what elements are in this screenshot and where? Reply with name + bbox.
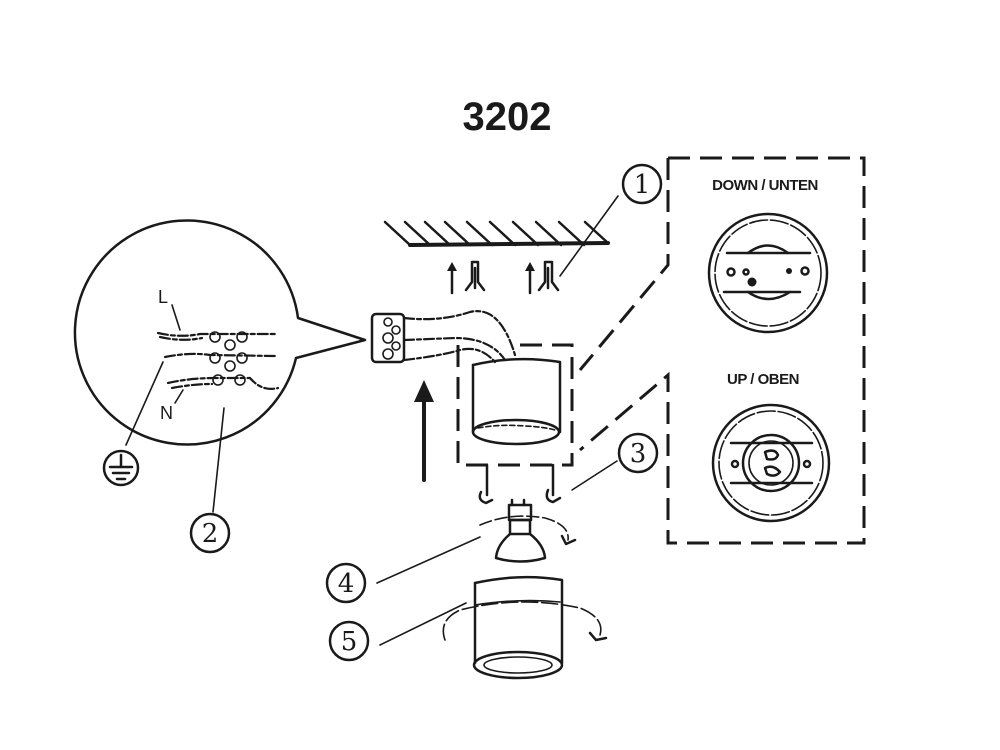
wall-plug-icon (464, 260, 486, 292)
callout-4: 4 (325, 536, 481, 604)
spring-clip-icon (545, 463, 562, 504)
ceiling (383, 220, 610, 247)
terminal-block (370, 310, 517, 364)
orientation-panel: DOWN / UNTEN UP / OBEN (578, 156, 866, 545)
callout-number: 2 (202, 519, 219, 549)
callout-number: 1 (634, 170, 651, 200)
wall-plug-icon (537, 260, 560, 292)
callout-3: 3 (571, 432, 659, 491)
callout-5: 5 (328, 602, 467, 662)
callout-1: 1 (559, 163, 663, 277)
spring-clip-icon (478, 463, 494, 505)
recess-housing (456, 343, 574, 467)
live-label: L (158, 287, 168, 307)
neutral-label: N (160, 403, 173, 423)
callout-number: 4 (338, 569, 355, 599)
callout-number: 3 (630, 439, 647, 469)
model-number: 3202 (463, 95, 552, 139)
up-arrow-icon (414, 380, 434, 482)
lamp-cover (442, 575, 608, 680)
ground-icon (102, 449, 140, 487)
callout-2: 2 (189, 407, 231, 554)
down-orientation-label: DOWN / UNTEN (712, 177, 818, 194)
down-socket-icon (707, 212, 829, 334)
callout-number: 5 (341, 627, 358, 657)
wall-plugs (447, 260, 560, 295)
gu10-lamp (479, 498, 577, 563)
lamp-body (471, 357, 562, 446)
up-orientation-label: UP / OBEN (727, 371, 799, 388)
up-socket-icon (711, 403, 831, 523)
up-arrow-icon (525, 262, 535, 295)
spring-clips (478, 463, 562, 505)
wiring-detail-magnifier: L N (73, 219, 367, 446)
up-arrow-icon (447, 262, 457, 295)
